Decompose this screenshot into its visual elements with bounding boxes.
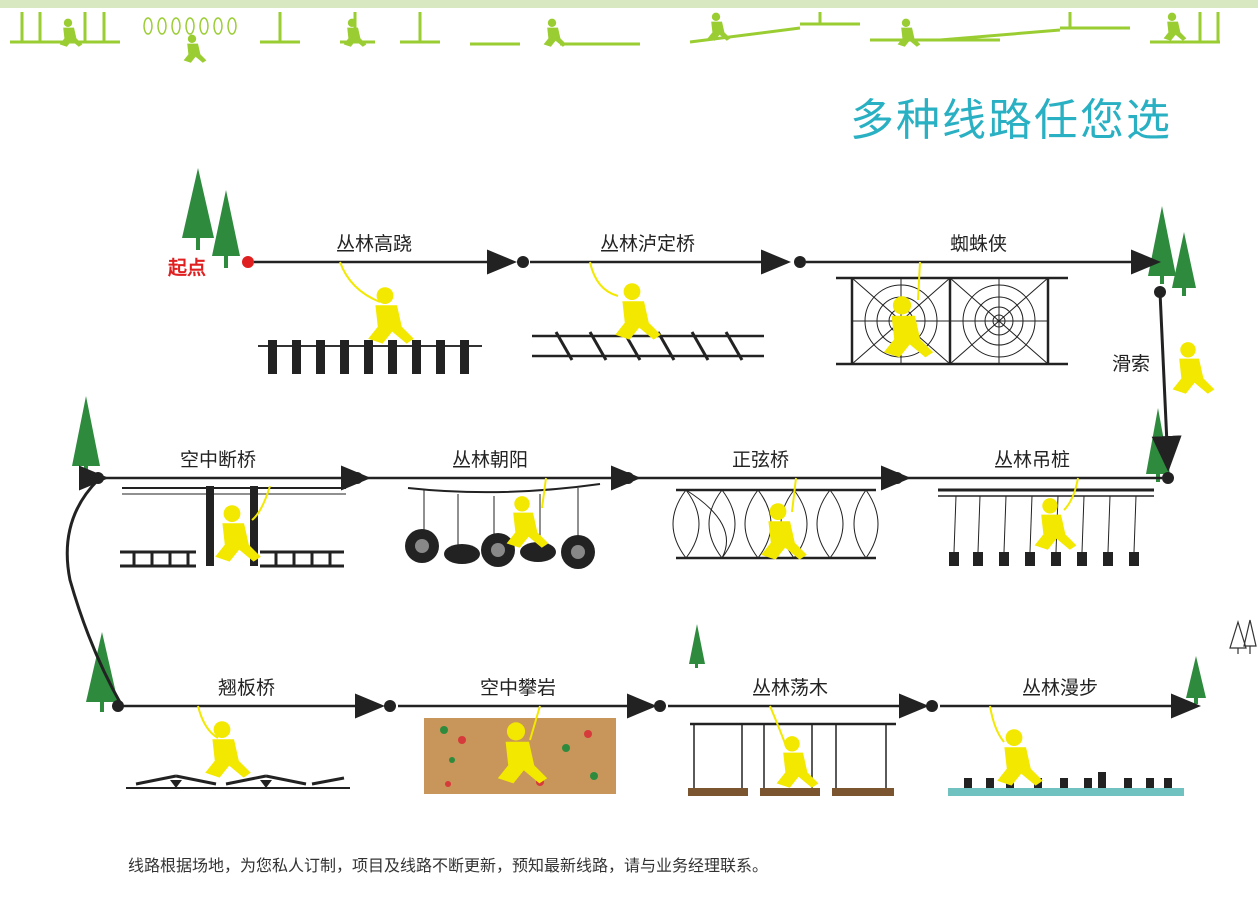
route-label: 丛林高跷 (336, 233, 412, 255)
illustration-broken-bridge (120, 485, 346, 568)
route-label: 空中断桥 (180, 449, 256, 471)
header-decoration (0, 0, 1258, 63)
illustration-seesaw-bridge (126, 705, 350, 789)
page-title: 多种线路任您选 (850, 95, 1172, 146)
route-node (622, 472, 634, 484)
footer-note: 线路根据场地，为您私人订制，项目及线路不断更新，预知最新线路，请与业务经理联系。 (128, 856, 769, 875)
route-label: 丛林朝阳 (452, 449, 528, 471)
route-label: 丛林泸定桥 (600, 233, 695, 255)
route-label: 丛林荡木 (752, 677, 828, 699)
illustration-luding-bridge (532, 261, 764, 361)
route-label: 蜘蛛侠 (950, 233, 1007, 255)
illustration-swinging-logs (688, 705, 896, 796)
zipline-connector (1151, 286, 1215, 484)
illustration-tires (405, 477, 601, 569)
illustration-stilts (258, 261, 482, 374)
route-node (351, 472, 363, 484)
start-label: 起点 (167, 257, 206, 279)
route-node (794, 256, 806, 268)
left-connector (65, 478, 124, 707)
route-label: 正弦桥 (732, 449, 789, 471)
route-node (112, 700, 124, 712)
route-label: 翘板桥 (218, 677, 275, 699)
route-label: 空中攀岩 (480, 677, 556, 699)
illustration-hanging-posts (938, 477, 1154, 566)
route-label: 丛林吊桩 (994, 449, 1070, 471)
route-node (654, 700, 666, 712)
tree-outline-icon (1229, 619, 1257, 654)
route-node (926, 700, 938, 712)
illustration-sine-bridge (672, 477, 879, 560)
illustration-jungle-walk (948, 705, 1184, 796)
illustration-climbing-wall (424, 705, 616, 794)
route-node (517, 256, 529, 268)
start-marker (242, 256, 254, 268)
route-node (384, 700, 396, 712)
route-node (891, 472, 903, 484)
route-label: 滑索 (1112, 353, 1150, 375)
route-label: 丛林漫步 (1022, 677, 1098, 699)
illustration-spider-web (836, 261, 1068, 366)
